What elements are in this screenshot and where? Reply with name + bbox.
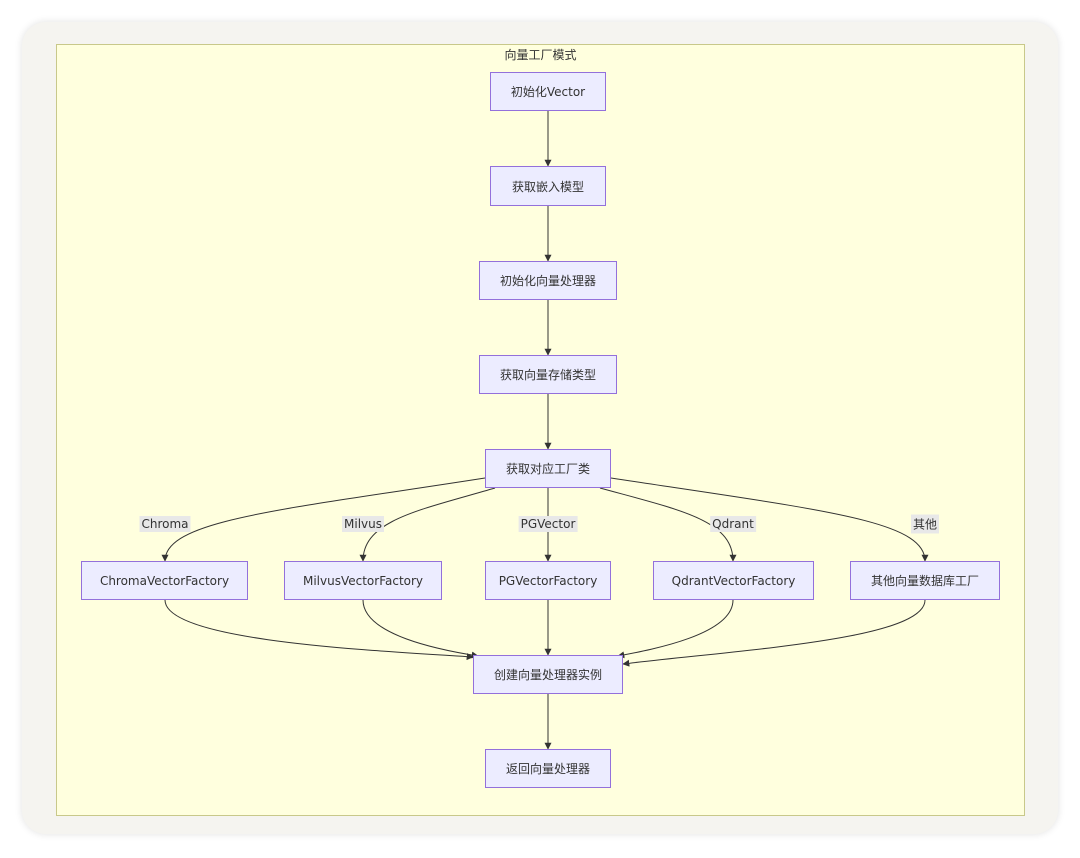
edge-chroma-create xyxy=(164,599,474,661)
node-init-vector[interactable]: 初始化Vector xyxy=(490,72,606,111)
edge-qdrant-create xyxy=(617,599,734,659)
edge-label-chroma: Chroma xyxy=(139,516,191,532)
node-get-embedding-model[interactable]: 获取嵌入模型 xyxy=(490,166,606,206)
edge-label-qdrant: Qdrant xyxy=(710,516,756,532)
edge-label-other: 其他 xyxy=(910,514,940,534)
edge-label-milvus: Milvus xyxy=(342,516,384,532)
subgraph-title: 向量工厂模式 xyxy=(504,48,577,62)
node-get-vector-store-type[interactable]: 获取向量存储类型 xyxy=(479,355,617,394)
node-milvus-vector-factory[interactable]: MilvusVectorFactory xyxy=(284,561,442,600)
node-init-vector-processor[interactable]: 初始化向量处理器 xyxy=(479,261,617,300)
node-return-vector-processor[interactable]: 返回向量处理器 xyxy=(485,749,611,788)
edge-getfactory-chroma xyxy=(161,477,486,562)
node-other-vector-db-factory[interactable]: 其他向量数据库工厂 xyxy=(850,561,1000,600)
edge-getfactory-qdrant xyxy=(599,487,737,562)
node-get-factory-class[interactable]: 获取对应工厂类 xyxy=(485,449,611,488)
edge-other-create xyxy=(622,599,926,667)
node-pgvector-factory[interactable]: PGVectorFactory xyxy=(485,561,611,600)
edge-getfactory-milvus xyxy=(359,487,496,562)
node-qdrant-vector-factory[interactable]: QdrantVectorFactory xyxy=(653,561,814,600)
edge-getfactory-other xyxy=(610,477,929,562)
node-chroma-vector-factory[interactable]: ChromaVectorFactory xyxy=(81,561,248,600)
node-create-vector-processor-instance[interactable]: 创建向量处理器实例 xyxy=(473,655,623,694)
edge-label-pgvector: PGVector xyxy=(518,516,578,532)
edge-milvus-create xyxy=(362,599,479,659)
